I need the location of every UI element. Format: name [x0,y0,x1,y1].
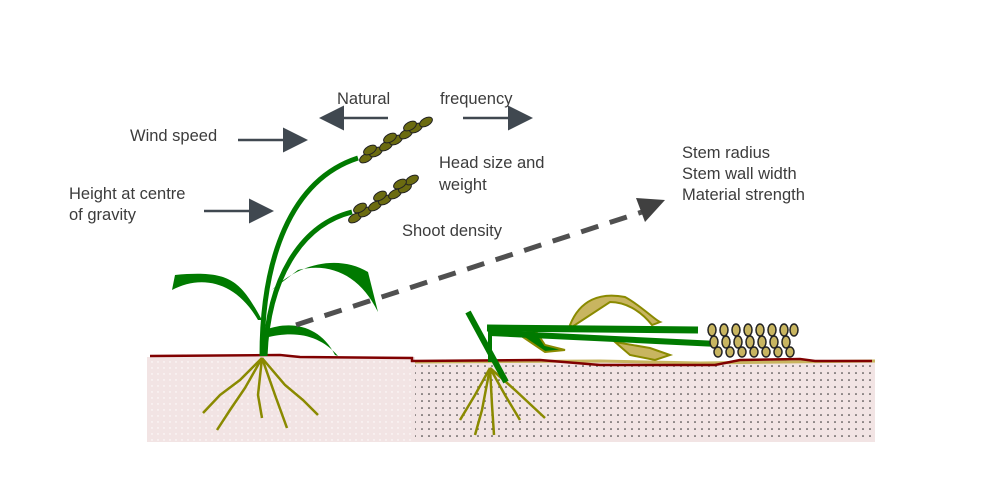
label-shoot-density: Shoot density [402,222,503,240]
grain-head-lower [348,174,419,224]
roots-upright [202,357,319,431]
roots-lodged [458,367,546,436]
label-height-2: of gravity [69,206,137,224]
label-wind-speed: Wind speed [130,127,217,145]
label-stem-wall: Stem wall width [682,165,797,183]
dashed-arrow [295,198,665,328]
grain-head-upper [359,116,433,164]
label-head-2: weight [438,176,487,194]
label-frequency: frequency [440,90,513,108]
lodged-plant [465,294,719,384]
soil [147,357,876,442]
ground-line [149,353,872,367]
label-stem-radius: Stem radius [682,144,770,162]
lodged-grain-heads [707,323,799,358]
label-natural: Natural [337,90,390,108]
label-height-1: Height at centre [69,185,185,203]
label-material: Material strength [682,186,805,204]
label-head-1: Head size and [439,154,545,172]
upright-plant [172,155,378,357]
